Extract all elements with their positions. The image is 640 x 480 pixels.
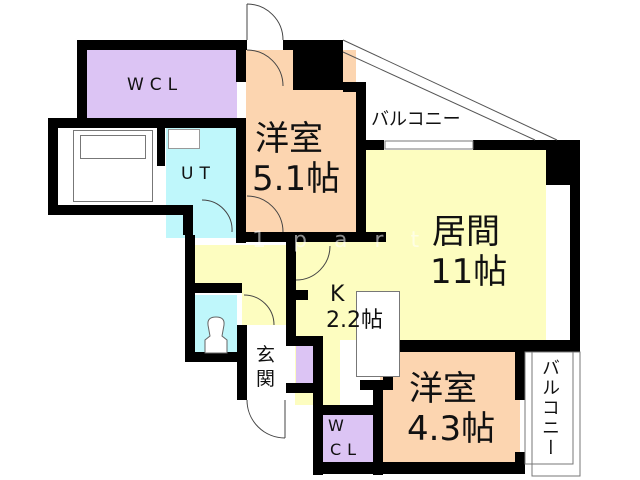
entrance-label-2: 関 xyxy=(256,368,276,390)
western-room-1-size: 5.1帖 xyxy=(252,159,341,199)
wall xyxy=(185,235,195,360)
wall xyxy=(185,352,240,362)
wcl-bottom-label-2: CL xyxy=(330,440,363,459)
washbasin-icon xyxy=(168,129,200,149)
wall xyxy=(77,40,247,50)
wall xyxy=(356,82,366,242)
wall xyxy=(286,383,323,393)
western-room-2-size: 4.3帖 xyxy=(407,409,496,449)
bathtub-inner xyxy=(80,135,146,159)
ut-label: UT xyxy=(181,164,216,184)
kitchen-counter xyxy=(356,291,400,377)
wall xyxy=(515,452,525,474)
wall xyxy=(246,232,386,242)
watermark: 1 p a r t xyxy=(252,228,430,253)
wall xyxy=(48,118,58,215)
wall xyxy=(313,405,373,415)
shoe-closet xyxy=(296,344,314,386)
western-room-1-name: 洋室 xyxy=(255,119,323,159)
wcl-bottom-label-1: W xyxy=(328,416,344,435)
wall xyxy=(393,340,580,352)
wall xyxy=(313,462,523,474)
wall xyxy=(48,118,246,128)
living-room-name: 居間 xyxy=(432,212,500,252)
wall xyxy=(313,405,323,475)
wcl-bottom-room xyxy=(323,415,373,463)
entrance-label-1: 玄 xyxy=(256,344,276,366)
wall xyxy=(48,205,193,215)
wall xyxy=(473,140,580,150)
wall xyxy=(237,325,247,400)
wall xyxy=(236,118,246,243)
kitchen-name: K xyxy=(330,282,345,307)
wall xyxy=(183,205,193,235)
wall xyxy=(343,82,366,92)
wall xyxy=(293,40,343,90)
wall xyxy=(356,140,384,150)
wall xyxy=(236,40,246,82)
wcl-top-room xyxy=(87,49,237,119)
wall xyxy=(570,140,580,350)
wall xyxy=(515,340,525,400)
balcony-top-label: バルコニー xyxy=(371,109,461,130)
living-room-size: 11帖 xyxy=(430,252,508,292)
kitchen-size: 2.2帖 xyxy=(326,308,383,333)
wall xyxy=(286,336,316,346)
wcl-top-label: WCL xyxy=(127,75,184,95)
wall xyxy=(77,40,87,120)
wall xyxy=(360,380,385,390)
bathtub xyxy=(73,130,153,202)
wall xyxy=(313,336,323,416)
balcony-right-label: バルコニー xyxy=(539,358,560,458)
wall xyxy=(373,380,383,475)
hall xyxy=(195,245,290,285)
wall xyxy=(286,290,308,300)
wall xyxy=(157,128,165,166)
western-room-2 xyxy=(380,352,520,462)
western-room-2-name: 洋室 xyxy=(409,369,477,409)
wall xyxy=(185,283,242,293)
